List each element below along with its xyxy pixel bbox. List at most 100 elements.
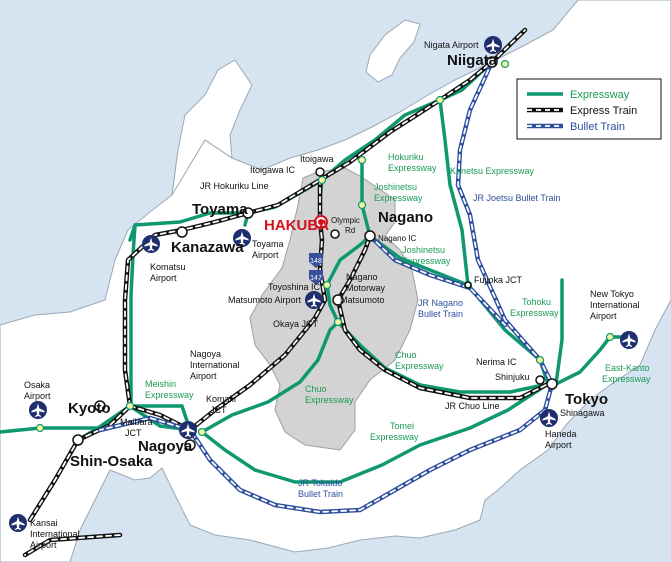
label-joshinetsu-s-2: Expressway (402, 256, 451, 266)
label-joshinetsu-s-1: Joshinetsu (402, 245, 445, 255)
label-nagano-motorway-1: Nagano (346, 272, 378, 282)
chuo-expressway-west (200, 320, 340, 434)
hokuriku-expressway-south (129, 223, 137, 407)
label-airport-nagoya-3: Airport (190, 371, 217, 381)
label-jr-tokaido-2: Bullet Train (298, 489, 343, 499)
label-airport-new-tokyo-2: International (590, 300, 640, 310)
label-olympic-rd-1: Olympic (331, 216, 360, 225)
express-train-network (22, 27, 551, 558)
city-shin-osaka: Shin-Osaka (70, 453, 153, 470)
land-sado (365, 19, 421, 83)
airport-labels: Nigata Airport Toyama Airport Komatsu Ai… (24, 40, 640, 550)
label-tohoku-exp-2: Expressway (510, 308, 559, 318)
airport-komatsu-icon (142, 235, 160, 253)
tohoku-expressway (554, 278, 564, 386)
label-toyoshina-ic: Toyoshina IC (268, 282, 321, 292)
label-airport-kansai-2: International (30, 529, 80, 539)
label-hokuriku-exp-1: Hokuriku (388, 152, 424, 162)
label-jr-tokaido-1: JR Tokaido (298, 478, 342, 488)
label-shinagawa: Shinagawa (560, 408, 605, 418)
bullet-train-network (97, 59, 555, 515)
nagano-motorway (325, 234, 372, 324)
label-okaya-jct: Okaya JCT (273, 319, 319, 329)
label-itoigawa: Itoigawa (300, 154, 334, 164)
airport-matsumoto-icon (305, 291, 323, 309)
station-kanazawa (176, 226, 188, 238)
label-airport-toyama-2: Airport (252, 250, 279, 260)
hakuba-marker (314, 215, 328, 229)
label-east-kanto-2: Expressway (602, 374, 651, 384)
station-kyoto (94, 400, 106, 412)
tomei-expressway (200, 382, 550, 484)
airport-kansai-icon (9, 514, 27, 532)
label-jr-nagano-2: Bullet Train (418, 309, 463, 319)
joshinetsu-expressway-south (368, 234, 470, 287)
airport-nagoya-icon (179, 421, 197, 439)
label-maibara-jct-1: Maibara (120, 417, 153, 427)
city-kyoto: Kyoto (68, 400, 111, 417)
label-olympic-rd-2: Rd (345, 226, 355, 235)
stations (72, 56, 558, 451)
city-hakuba: HAKUBA (264, 217, 329, 234)
label-meishin-exp-2: Expressway (145, 390, 194, 400)
label-jr-nagano-1: JR Nagano (418, 298, 463, 308)
label-chuo-exp-w-1: Chuo (305, 384, 327, 394)
label-airport-toyama-1: Toyama (252, 239, 284, 249)
airport-haneda-icon (540, 409, 558, 427)
label-maibara-jct-2: JCT (125, 428, 142, 438)
station-tokyo (546, 378, 558, 390)
legend-bullet-train: Bullet Train (570, 121, 625, 133)
label-meishin-exp-1: Meishin (145, 379, 176, 389)
station-toyama (242, 207, 254, 219)
city-toyama: Toyama (192, 201, 248, 218)
station-shin-osaka (72, 434, 84, 446)
city-labels: Niigata Toyama Kanazawa Nagano HAKUBA Ky… (68, 52, 608, 470)
station-niigata (486, 56, 498, 68)
city-tokyo: Tokyo (565, 391, 608, 408)
station-matsumoto (332, 294, 344, 306)
route-147-shield: 147 (309, 270, 323, 285)
city-nagoya: Nagoya (138, 438, 193, 455)
station-nagano (364, 230, 376, 242)
airport-osaka-icon (29, 401, 47, 419)
station-olympic-rd (330, 229, 340, 239)
label-shinjuku: Shinjuku (495, 372, 530, 382)
junctions (35, 59, 615, 437)
label-jr-chuo: JR Chuo Line (445, 401, 500, 411)
joshinetsu-expressway-north (360, 158, 372, 238)
chuo-expressway-east (336, 320, 550, 394)
label-airport-nagoya-2: International (190, 360, 240, 370)
label-airport-osaka-1: Osaka (24, 380, 50, 390)
label-jr-joetsu: JR Joetsu Bullet Train (473, 193, 561, 203)
city-kanazawa: Kanazawa (171, 239, 244, 256)
station-shinjuku (535, 375, 545, 385)
meishin-expressway (0, 404, 192, 434)
label-airport-osaka-2: Airport (24, 391, 51, 401)
label-airport-new-tokyo-3: Airport (590, 311, 617, 321)
svg-text:148: 148 (310, 258, 322, 265)
svg-text:147: 147 (310, 275, 322, 282)
label-tomei-exp-1: Tomei (390, 421, 414, 431)
label-kanetsu-exp: Kanetsu Expressway (450, 166, 535, 176)
label-chuo-exp-e-1: Chuo (395, 350, 417, 360)
label-fujioka-jct: Fujioka JCT (474, 275, 523, 285)
label-chuo-exp-w-2: Expressway (305, 395, 354, 405)
label-hokuriku-exp-2: Expressway (388, 163, 437, 173)
airport-new-tokyo-icon (620, 331, 638, 349)
label-airport-new-tokyo-1: New Tokyo (590, 289, 634, 299)
label-komaki-jct-1: Komaki (206, 394, 236, 404)
label-nagano-motorway-2: Motorway (346, 283, 386, 293)
label-airport-komatsu-2: Airport (150, 273, 177, 283)
station-itoigawa (315, 167, 325, 177)
label-tomei-exp-2: Expressway (370, 432, 419, 442)
station-nagoya (184, 439, 196, 451)
label-airport-matsumoto: Matsumoto Airport (228, 295, 302, 305)
label-airport-haneda-2: Airport (545, 440, 572, 450)
land-noto (171, 59, 253, 196)
label-nagano-ic: Nagano IC (378, 234, 416, 243)
city-niigata: Niigata (447, 52, 498, 69)
legend: Expressway Express Train Bullet Train (516, 78, 662, 140)
label-airport-haneda-1: Haneda (545, 429, 577, 439)
label-airport-kansai-1: Kansai (30, 518, 58, 528)
city-nagano: Nagano (378, 209, 433, 226)
